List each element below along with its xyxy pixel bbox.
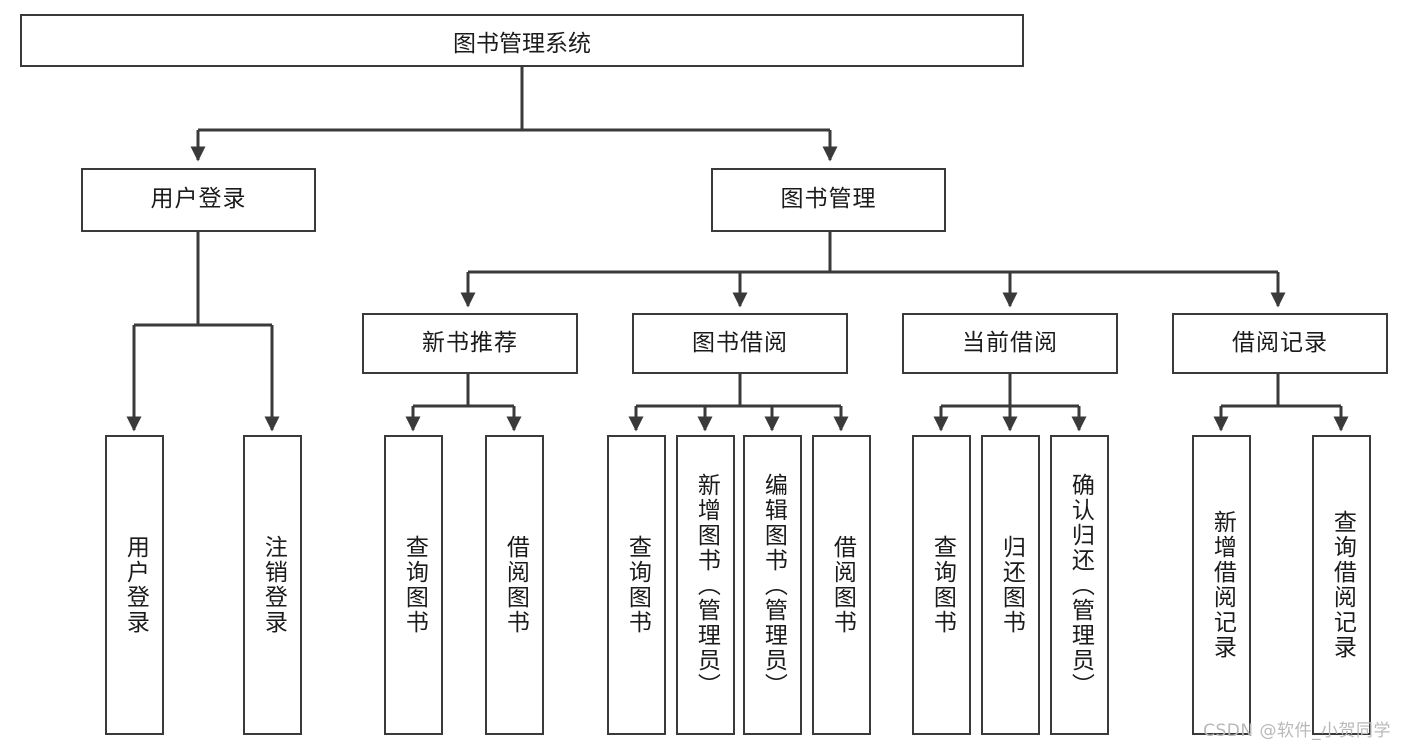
node-current-borrow[interactable]: 当前借阅 xyxy=(902,313,1118,374)
leaf-record-add-record[interactable]: 新增借阅记录 xyxy=(1192,435,1251,735)
leaf-label: 归还图书 xyxy=(998,535,1025,635)
leaf-label: 借阅图书 xyxy=(829,535,856,635)
node-root-system[interactable]: 图书管理系统 xyxy=(20,14,1024,67)
leaf-borrow-add-book-admin[interactable]: 新增图书（管理员） xyxy=(676,435,735,735)
node-user-login[interactable]: 用户登录 xyxy=(81,168,316,232)
leaf-label: 编辑图书（管理员） xyxy=(760,472,787,698)
leaf-record-query-record[interactable]: 查询借阅记录 xyxy=(1312,435,1371,735)
leaf-label: 新增图书（管理员） xyxy=(693,472,720,698)
leaf-borrow-borrow-book[interactable]: 借阅图书 xyxy=(812,435,871,735)
node-book-management[interactable]: 图书管理 xyxy=(711,168,946,232)
leaf-user-login-login[interactable]: 用户登录 xyxy=(105,435,164,735)
leaf-borrow-query-book[interactable]: 查询图书 xyxy=(607,435,666,735)
leaf-current-query-book[interactable]: 查询图书 xyxy=(912,435,971,735)
leaf-label: 用户登录 xyxy=(122,535,149,635)
csdn-watermark: CSDN @软件_小贺同学 xyxy=(1203,721,1391,741)
leaf-recommend-query-book[interactable]: 查询图书 xyxy=(384,435,443,735)
leaf-current-confirm-return-admin[interactable]: 确认归还（管理员） xyxy=(1050,435,1109,735)
leaf-label: 查询图书 xyxy=(401,535,428,635)
leaf-current-return-book[interactable]: 归还图书 xyxy=(981,435,1040,735)
leaf-label: 查询借阅记录 xyxy=(1329,510,1356,660)
node-new-book-recommend[interactable]: 新书推荐 xyxy=(362,313,578,374)
leaf-label: 查询图书 xyxy=(624,535,651,635)
leaf-borrow-edit-book-admin[interactable]: 编辑图书（管理员） xyxy=(743,435,802,735)
leaf-user-login-logout[interactable]: 注销登录 xyxy=(243,435,302,735)
leaf-recommend-borrow-book[interactable]: 借阅图书 xyxy=(485,435,544,735)
leaf-label: 借阅图书 xyxy=(502,535,529,635)
node-book-borrow[interactable]: 图书借阅 xyxy=(632,313,848,374)
leaf-label: 查询图书 xyxy=(929,535,956,635)
leaf-label: 注销登录 xyxy=(260,535,287,635)
leaf-label: 新增借阅记录 xyxy=(1209,510,1236,660)
leaf-label: 确认归还（管理员） xyxy=(1067,472,1094,698)
node-borrow-record[interactable]: 借阅记录 xyxy=(1172,313,1388,374)
